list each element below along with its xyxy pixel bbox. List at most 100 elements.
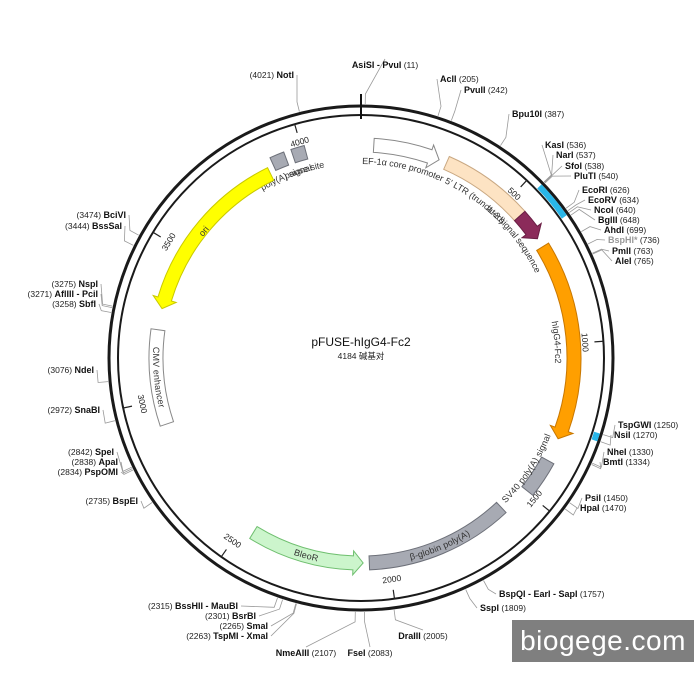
site-name: EcoRV — [588, 195, 617, 205]
tick-label-1000: 1000 — [580, 333, 591, 353]
feature-il2-signal — [513, 210, 543, 240]
site-name: AclI — [440, 74, 457, 84]
site-line — [544, 175, 572, 184]
site-label: KasI (536) — [545, 140, 586, 150]
site-line — [603, 424, 616, 439]
site-line — [100, 283, 113, 307]
site-position: (699) — [624, 225, 646, 235]
site-line — [364, 611, 371, 648]
site-name: NspI — [78, 279, 98, 289]
site-line — [500, 113, 510, 146]
site-name: FseI — [348, 648, 366, 658]
site-line — [581, 226, 602, 232]
site-name: BmtI — [603, 457, 623, 467]
site-position: (2263) — [186, 631, 213, 641]
site-label: (2263) TspMI - XmaI — [186, 631, 268, 641]
site-name: SnaBI — [74, 405, 100, 415]
site-line — [364, 58, 386, 105]
site-line — [98, 303, 112, 313]
site-label: NheI (1330) — [607, 447, 654, 457]
site-position: (2842) — [68, 447, 95, 457]
site-name: PvuII — [464, 85, 486, 95]
site-name: BspQI - EarI - SapI — [499, 589, 578, 599]
watermark-text: biogege.com — [520, 625, 686, 656]
site-line — [116, 451, 132, 473]
site-position: (765) — [632, 256, 654, 266]
site-label: EcoRV (634) — [588, 195, 639, 205]
site-name: TspGWI — [618, 420, 651, 430]
feature-higg4-fc2 — [535, 242, 582, 440]
site-line — [100, 293, 113, 308]
site-name: SspI — [480, 603, 499, 613]
site-label: AhdI (699) — [604, 225, 646, 235]
site-name: Bpu10I — [512, 109, 542, 119]
site-name: EcoRI — [582, 185, 608, 195]
site-position: (2301) — [205, 611, 232, 621]
site-name: AleI — [615, 256, 632, 266]
site-name: NarI — [556, 150, 574, 160]
site-label: (3444) BssSaI — [65, 221, 122, 231]
site-label: NmeAIII (2107) — [276, 648, 337, 658]
site-position: (1250) — [651, 420, 678, 430]
site-label: BspQI - EarI - SapI (1757) — [499, 589, 605, 599]
site-label: (3275) NspI — [52, 279, 98, 289]
site-position: (11) — [401, 60, 418, 70]
site-line — [591, 461, 602, 470]
site-label: NarI (537) — [556, 150, 596, 160]
site-label: AclI (205) — [440, 74, 479, 84]
site-label: PvuII (242) — [464, 85, 508, 95]
site-label: (3271) AflIII - PciI — [28, 289, 98, 299]
site-line — [587, 239, 606, 245]
site-label: FseI (2083) — [348, 648, 393, 658]
feature-label-beta-globin-polya: β-globin poly(A) — [409, 528, 472, 562]
site-position: (626) — [608, 185, 630, 195]
site-name: BciVI — [103, 210, 126, 220]
site-line — [569, 497, 583, 510]
site-position: (2315) — [148, 601, 175, 611]
site-line — [567, 199, 586, 212]
feature-bleor — [249, 525, 364, 577]
site-label: DraIII (2005) — [398, 631, 448, 641]
tick-1500 — [542, 504, 551, 512]
site-line — [240, 597, 278, 608]
site-position: (2834) — [58, 467, 85, 477]
watermark-logo: biogege.com — [512, 620, 694, 662]
site-name: PspOMI — [84, 467, 118, 477]
site-name: NheI — [607, 447, 627, 457]
site-position: (3258) — [52, 299, 79, 309]
site-position: (387) — [542, 109, 564, 119]
site-label: TspGWI (1250) — [618, 420, 678, 430]
site-position: (1757) — [578, 589, 605, 599]
site-name: PmlI — [612, 246, 631, 256]
site-position: (3271) — [28, 289, 55, 299]
site-label: AleI (765) — [615, 256, 654, 266]
site-label: PmlI (763) — [612, 246, 653, 256]
plasmid-size: 4184 碱基对 — [338, 351, 385, 361]
site-position: (1470) — [600, 503, 627, 513]
site-label: BmtI (1334) — [603, 457, 650, 467]
site-name: NmeAIII — [276, 648, 310, 658]
site-position: (3444) — [65, 221, 92, 231]
site-label: (2265) SmaI — [220, 621, 268, 631]
site-name: SfoI — [565, 161, 582, 171]
feature-ef1a-core-promoter — [372, 137, 440, 169]
site-label: (2838) ApaI — [72, 457, 118, 467]
site-position: (205) — [457, 74, 479, 84]
site-line — [592, 451, 605, 468]
site-position: (1330) — [627, 447, 654, 457]
site-name: AflIII - PciI — [54, 289, 98, 299]
feature-ori — [151, 167, 275, 310]
feature-sv40-polya — [521, 456, 555, 497]
site-label: NsiI (1270) — [614, 430, 658, 440]
site-line — [128, 214, 139, 236]
mcs-highlight-1 — [591, 431, 600, 442]
site-position: (2972) — [48, 405, 75, 415]
feature-label-higg4-fc2: hIgG4-Fc2 — [550, 320, 563, 363]
site-name: DraIII — [398, 631, 421, 641]
site-name: KasI — [545, 140, 564, 150]
site-position: (538) — [582, 161, 604, 171]
site-name: BssSaI — [92, 221, 122, 231]
site-name: BssHII - MauBI — [175, 601, 238, 611]
site-name: SpeI — [95, 447, 114, 457]
